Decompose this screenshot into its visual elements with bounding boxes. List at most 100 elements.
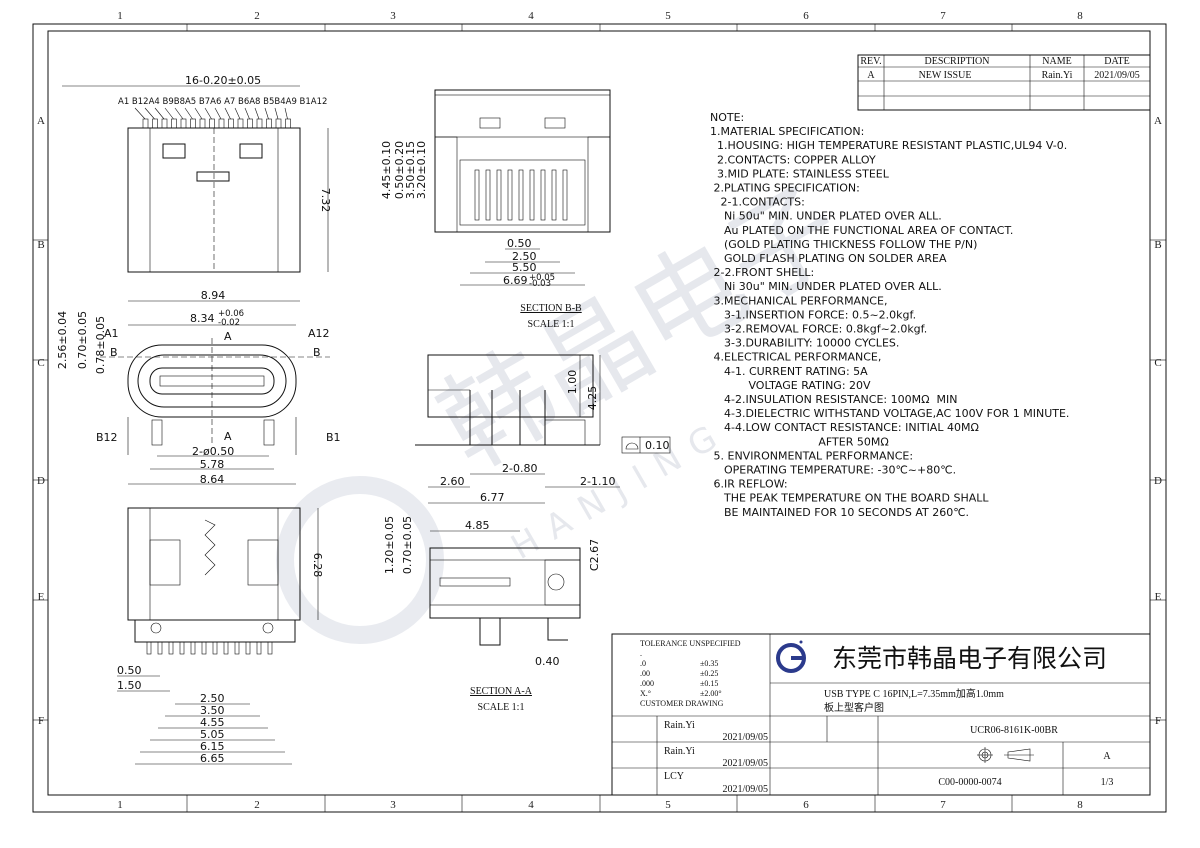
tolerance-precision: .00 (640, 669, 650, 678)
section-bb-title: SECTION B-B (520, 303, 582, 314)
pin-leader (164, 107, 174, 120)
note-line: VOLTAGE RATING: 20V (710, 379, 871, 392)
note-line: 4.ELECTRICAL PERFORMANCE, (710, 351, 881, 364)
rev-header: REV. (860, 56, 881, 67)
pin-mark (245, 641, 251, 655)
pin-mark (266, 118, 272, 129)
side-dim-2-0-80: 2-0.80 (502, 462, 537, 475)
contact-mark (474, 169, 480, 221)
note-line: 4-3.DIELECTRIC WITHSTAND VOLTAGE,AC 100V… (710, 407, 1069, 420)
signature-1-name: Rain.Yi (664, 720, 695, 731)
bottom-view: 6.28 0.50 1.50 2.50 3.50 4.55 5.05 6.15 … (117, 507, 324, 765)
hole-dim: 2-ø0.50 (192, 445, 234, 458)
contact-mark (518, 169, 524, 221)
grid-row-c-right: C (1154, 357, 1161, 369)
pin-leader (244, 107, 250, 120)
note-line: 4-1. CURRENT RATING: 5A (710, 365, 868, 378)
pin-leader (134, 107, 146, 120)
description-value: NEW ISSUE (919, 70, 972, 81)
pin-mark (218, 118, 225, 129)
pin-leader (274, 107, 279, 120)
tolerance-value: ±0.35 (700, 659, 718, 668)
grid-row-a-right: A (1154, 115, 1162, 127)
aa-dim-0-40: 0.40 (535, 655, 560, 668)
note-line: 2-2.FRONT SHELL: (710, 266, 814, 279)
note-line: 4-2.INSULATION RESISTANCE: 100MΩ MIN (710, 393, 957, 406)
pin-mark (228, 118, 234, 129)
pin-mark (234, 641, 240, 655)
tolerance-value: ±2.00° (700, 689, 722, 698)
front-width-tol-upper: +0.06 (218, 309, 244, 319)
product-description-1: USB TYPE C 16PIN,L=7.35mm加高1.0mm (824, 687, 1004, 700)
note-line: 3.MID PLATE: STAINLESS STEEL (710, 167, 890, 180)
pin-leader (154, 107, 165, 120)
section-mark-a: A (224, 330, 232, 343)
signature-2-name: Rain.Yi (664, 746, 695, 757)
note-line: 1.MATERIAL SPECIFICATION: (710, 125, 864, 138)
pin-mark (168, 641, 174, 655)
notes: NOTE:1.MATERIAL SPECIFICATION: 1.HOUSING… (710, 111, 1069, 519)
rev-value: A (867, 70, 875, 81)
dim-8-64: 8.64 (200, 473, 225, 486)
dim-0-70: 0.70±0.05 (76, 311, 89, 369)
pin-leader (214, 107, 222, 120)
note-line: 5. ENVIRONMENTAL PERFORMANCE: (710, 449, 913, 462)
grid-col-6-bottom: 6 (803, 799, 809, 811)
side-dim-6-77: 6.77 (480, 491, 505, 504)
pin-labels: A1 B12A4 B9B8A5 B7A6 A7 B6A8 B5B4A9 B1A1… (118, 97, 327, 107)
note-line: OPERATING TEMPERATURE: -30℃~+80℃. (710, 464, 956, 477)
note-line: BE MAINTAINED FOR 10 SECONDS AT 260℃. (710, 506, 969, 519)
dim-6-15: 6.15 (200, 740, 225, 753)
pin-mark (209, 118, 215, 129)
signature-3-name: LCY (664, 771, 684, 782)
top-view: 16-0.20±0.05 A1 B12A4 B9B8A5 B7A6 A7 B6A… (62, 74, 332, 302)
height-dimension: 7.32 (319, 188, 332, 213)
pin-mark (179, 641, 185, 655)
bb-dim-2-50: 2.50 (512, 250, 537, 263)
tolerance-precision: .000 (640, 679, 654, 688)
aa-dim-0-70: 0.70±0.05 (401, 516, 414, 574)
note-line: GOLD FLASH PLATING ON SOLDER AREA (710, 252, 947, 265)
side-dim-4-25: 4.25 (586, 386, 599, 411)
grid-row-d-right: D (1154, 475, 1162, 487)
drawing-number: C00-0000-0074 (938, 777, 1001, 788)
bb-overall-tol-upper: +0.05 (529, 273, 555, 283)
dim-2-50: 2.50 (200, 692, 225, 705)
bb-dim-4-45: 4.45±0.10 (380, 141, 393, 199)
pin-mark (152, 118, 158, 129)
grid-col-2: 2 (254, 10, 260, 22)
name-header: NAME (1042, 56, 1071, 67)
dim-4-55: 4.55 (200, 716, 225, 729)
front-view: 8.34 +0.06 -0.02 A1 A12 B12 B1 A A B B 2… (56, 309, 341, 486)
product-description-2: 板上型客户图 (824, 701, 884, 714)
section-bb-scale: SCALE 1:1 (528, 319, 575, 330)
dim-2-56: 2.56±0.04 (56, 311, 69, 369)
contact-mark (507, 169, 513, 221)
grid-col-7: 7 (940, 10, 946, 22)
contact-mark (485, 169, 491, 221)
pin-mark (285, 118, 291, 129)
tolerance-precision: X.° (640, 689, 651, 698)
signature-1-date: 2021/09/05 (722, 732, 768, 743)
aa-dim-1-20: 1.20±0.05 (383, 516, 396, 574)
tolerance-value: ±0.25 (700, 669, 718, 678)
label-b12: B12 (96, 431, 118, 444)
bb-dim-0-50: 0.50 (507, 237, 532, 250)
pin-mark (199, 118, 206, 129)
tolerance-value: ±0.15 (700, 679, 718, 688)
pin-mark (157, 641, 163, 655)
flatness-symbol-icon (625, 442, 639, 450)
front-width-dim: 8.34 (190, 312, 215, 325)
revision-letter: A (1103, 751, 1111, 762)
grid-col-3: 3 (390, 10, 396, 22)
pin-mark (247, 118, 253, 129)
grid-col-7-bottom: 7 (940, 799, 946, 811)
grid-row-e-right: E (1155, 591, 1162, 603)
label-b1: B1 (326, 431, 341, 444)
date-value: 2021/09/05 (1094, 70, 1140, 81)
pin-mark (180, 118, 187, 129)
flatness-tolerance: 0.10 (645, 439, 670, 452)
side-view: 1.00 4.25 0.10 2-0.80 2.60 2-1.10 6.77 (415, 354, 671, 504)
note-line: (GOLD PLATING THICKNESS FOLLOW THE P/N) (710, 238, 977, 251)
note-line: THE PEAK TEMPERATURE ON THE BOARD SHALL (710, 492, 989, 505)
